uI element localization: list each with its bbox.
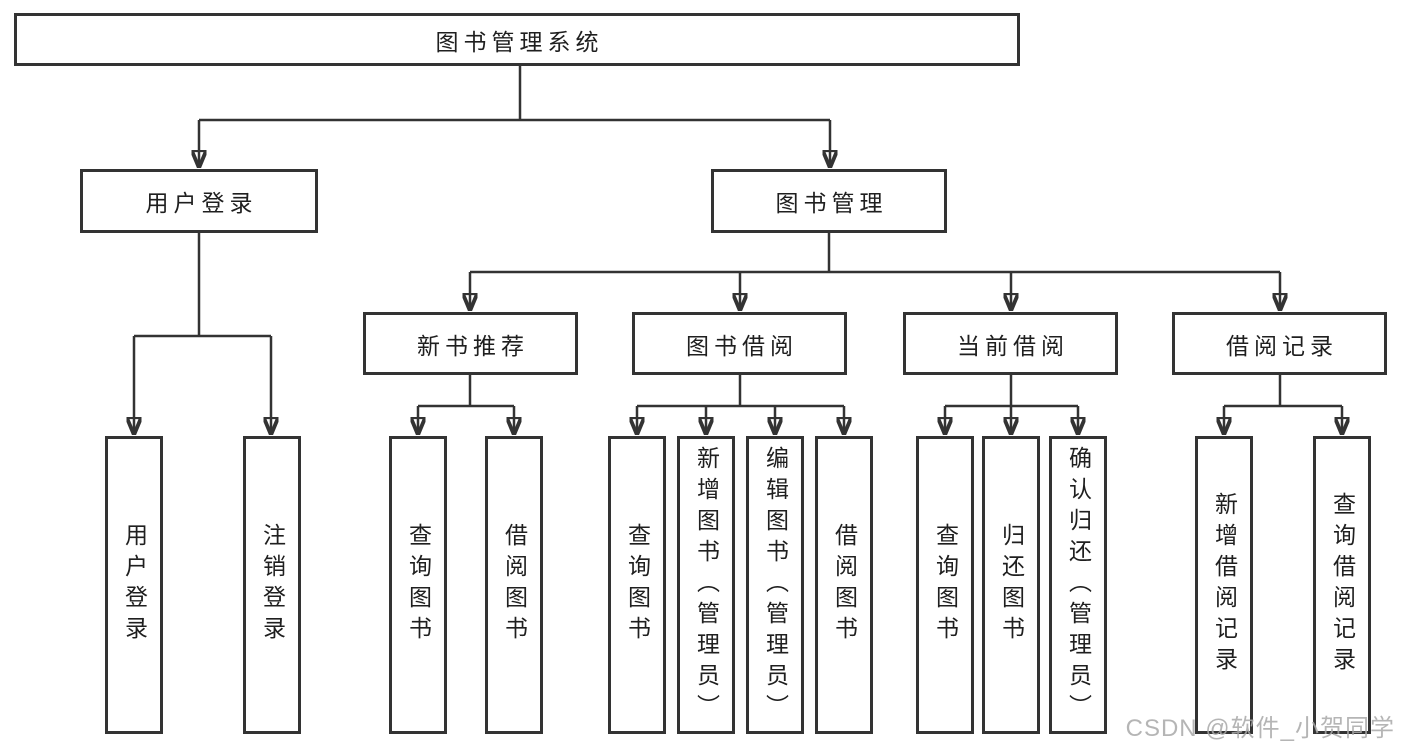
leaf-user-login: 用户登录 xyxy=(105,436,163,734)
leaf-query-books-recommend: 查询图书 xyxy=(389,436,447,734)
node-borrow-records: 借阅记录 xyxy=(1172,312,1387,375)
node-book-management-group: 图书管理 xyxy=(711,169,947,233)
leaf-return-books: 归还图书 xyxy=(982,436,1040,734)
leaf-borrow-books-recommend: 借阅图书 xyxy=(485,436,543,734)
leaf-query-books-borrow: 查询图书 xyxy=(608,436,666,734)
leaf-borrow-books: 借阅图书 xyxy=(815,436,873,734)
leaf-edit-books-admin: 编辑图书（管理员） xyxy=(746,436,804,734)
leaf-add-borrow-record: 新增借阅记录 xyxy=(1195,436,1253,734)
node-new-book-recommend: 新书推荐 xyxy=(363,312,578,375)
leaf-query-borrow-record: 查询借阅记录 xyxy=(1313,436,1371,734)
leaf-logout: 注销登录 xyxy=(243,436,301,734)
node-current-borrow: 当前借阅 xyxy=(903,312,1118,375)
leaf-query-books-current: 查询图书 xyxy=(916,436,974,734)
leaf-add-books-admin: 新增图书（管理员） xyxy=(677,436,735,734)
node-root-system: 图书管理系统 xyxy=(14,13,1020,66)
csdn-watermark: CSDN @软件_小贺同学 xyxy=(1125,715,1395,742)
leaf-confirm-return-admin: 确认归还（管理员） xyxy=(1049,436,1107,734)
node-user-login-group: 用户登录 xyxy=(80,169,318,233)
node-book-borrow: 图书借阅 xyxy=(632,312,847,375)
